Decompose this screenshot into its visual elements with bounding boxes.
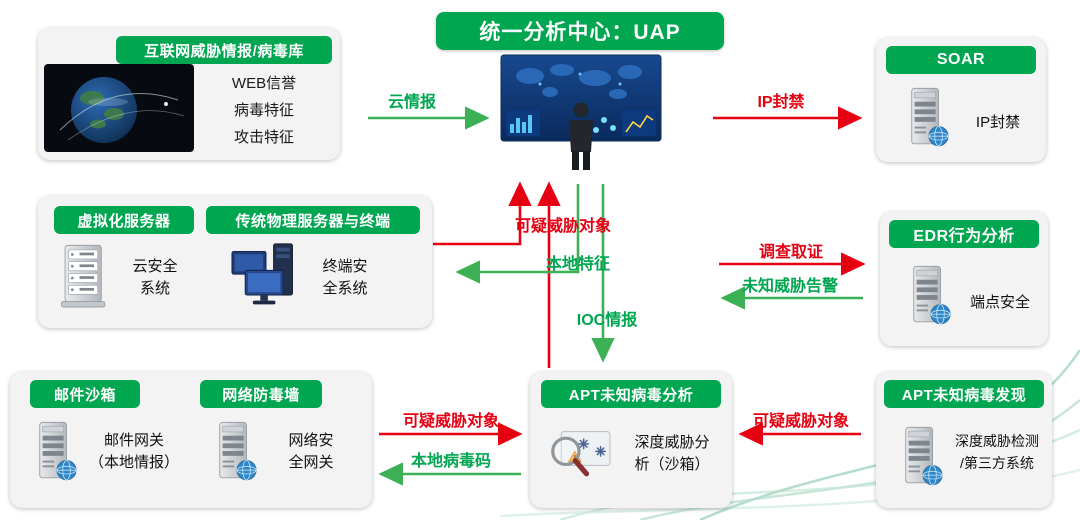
mail-net-panel: 邮件沙箱 邮件网关 （本地情报） 网络防毒墙 网络安 全网关 (10, 372, 372, 508)
soar-panel: SOAR IP封禁 (876, 38, 1046, 162)
edr-header: EDR行为分析 (889, 220, 1039, 248)
edr-panel: EDR行为分析 端点安全 (880, 212, 1048, 346)
globe-icon (44, 64, 194, 152)
apt-analysis-caption: 深度威胁分 析（沙箱） (634, 434, 710, 473)
uap-dashboard-icon (500, 54, 662, 171)
servers-panel: 虚拟化服务器 云安全 系统 传统物理服务器与终端 终端安 全系统 (38, 196, 432, 328)
threat-intel-items: WEB信誉 病毒特征 攻击特征 (196, 70, 332, 151)
flow-label-suspicious-apt: 可疑威胁对象 (752, 413, 850, 430)
flow-label-suspicious-center: 可疑威胁对象 (514, 218, 612, 235)
server-icon (911, 87, 949, 147)
flow-label-ioc-intel: IOC情报 (576, 312, 638, 329)
flow-label-suspicious-mail: 可疑威胁对象 (402, 413, 500, 430)
apt-discovery-panel: APT未知病毒发现 深度威胁检测 /第三方系统 (876, 372, 1052, 508)
net-gateway-icon (219, 421, 257, 481)
soar-caption: IP封禁 (975, 114, 1021, 131)
threat-intel-item: 病毒特征 (233, 102, 294, 119)
threat-intel-item: 攻击特征 (233, 129, 294, 146)
flow-label-cloud-intel: 云情报 (387, 94, 437, 111)
endpoint-devices-icon (231, 243, 293, 305)
net-firewall-caption: 网络安 全网关 (288, 432, 334, 471)
detection-server-icon (905, 426, 943, 486)
mail-sandbox-header: 邮件沙箱 (30, 380, 140, 408)
threat-intel-header: 互联网威胁情报/病毒库 (116, 36, 332, 64)
arrow-suspicious-servers (433, 181, 532, 246)
mail-gateway-icon (39, 421, 77, 481)
net-firewall-header: 网络防毒墙 (200, 380, 322, 408)
virtual-server-header: 虚拟化服务器 (54, 206, 194, 234)
flow-label-local-features: 本地特征 (545, 256, 611, 273)
flow-label-local-virus-code: 本地病毒码 (410, 453, 492, 470)
uap-banner: 统一分析中心：UAP (436, 12, 724, 50)
flow-label-unknown-alert: 未知威胁告警 (741, 278, 839, 295)
apt-discovery-header: APT未知病毒发现 (884, 380, 1044, 408)
threat-intel-item: WEB信誉 (231, 75, 297, 92)
cloud-server-icon (60, 244, 106, 308)
flow-label-ip-ban: IP封禁 (757, 94, 805, 111)
physical-server-header: 传统物理服务器与终端 (206, 206, 420, 234)
mail-sandbox-caption: 邮件网关 （本地情报） (88, 432, 179, 471)
virtual-server-caption: 云安全 系统 (132, 258, 178, 297)
apt-analysis-header: APT未知病毒分析 (541, 380, 721, 408)
soar-header: SOAR (886, 46, 1036, 74)
apt-discovery-caption: 深度威胁检测 /第三方系统 (955, 433, 1039, 471)
server-icon (913, 265, 951, 325)
physical-server-caption: 终端安 全系统 (322, 258, 368, 297)
threat-intel-panel: 互联网威胁情报/病毒库 WEB信誉 病毒特征 攻击特征 (38, 28, 340, 160)
magnifier-alert-icon (542, 426, 616, 486)
edr-caption: 端点安全 (969, 294, 1030, 311)
flow-label-forensics: 调查取证 (758, 244, 824, 261)
apt-analysis-panel: APT未知病毒分析 深度威胁分 析（沙箱） (530, 372, 732, 508)
